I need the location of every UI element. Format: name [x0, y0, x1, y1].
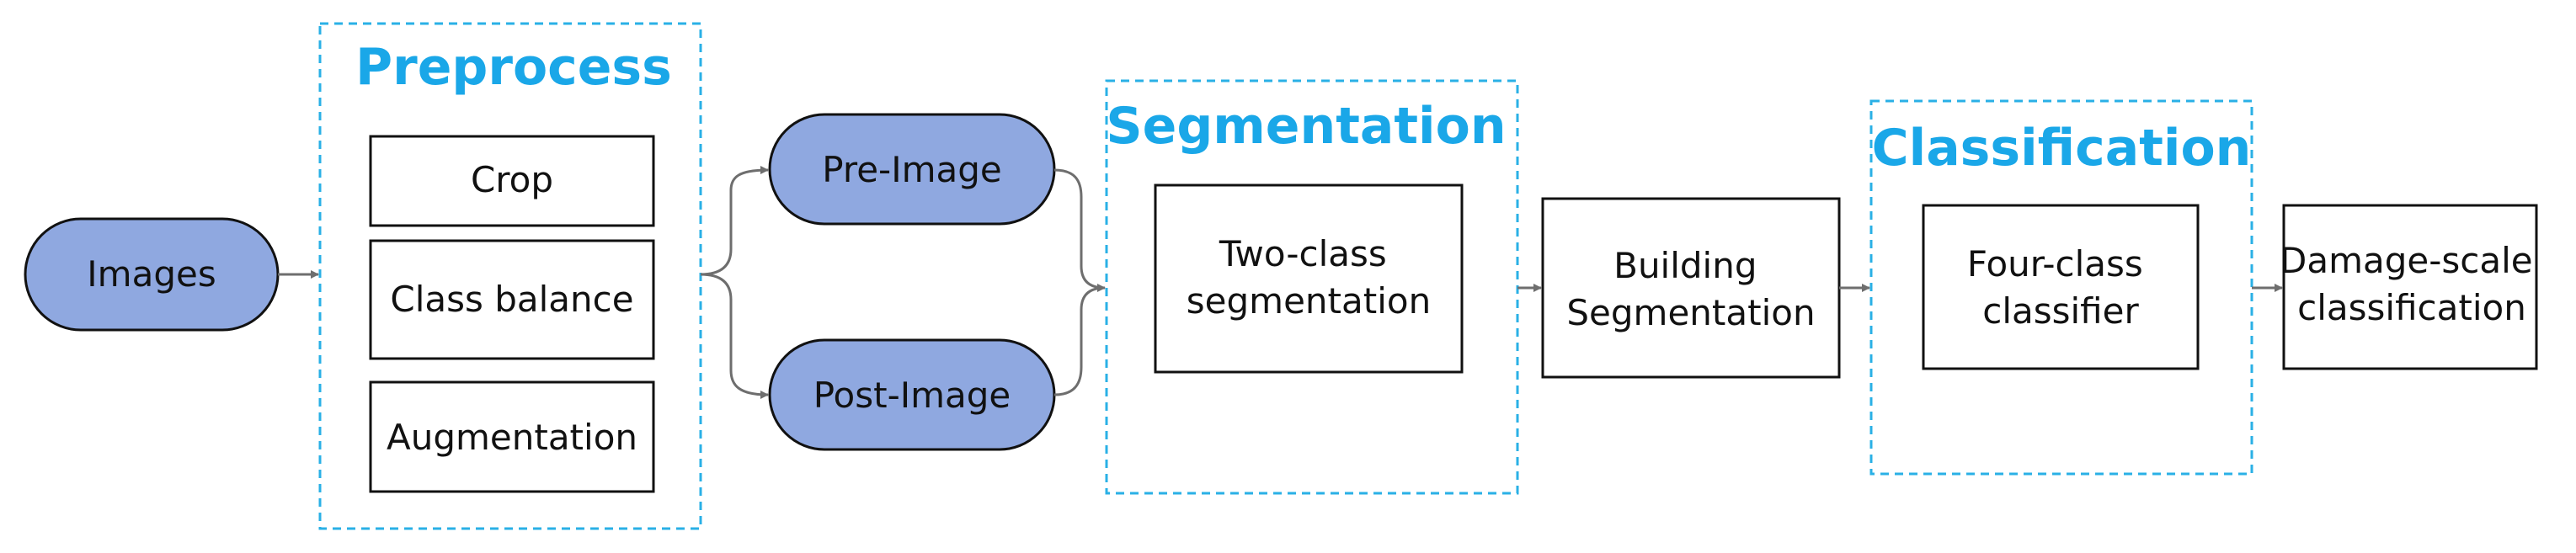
pre-image-merge: [1053, 168, 1106, 290]
building-segmentation-label: Building Segmentation: [1566, 245, 1815, 333]
four-class-classifier-label: Four-class classifier: [1967, 243, 2154, 332]
preprocess-split-to-post-image: [700, 273, 769, 399]
images-label: Images: [87, 253, 216, 295]
crop-box: [369, 135, 655, 227]
augmentation-label: Augmentation: [387, 417, 637, 458]
pre-image-label: Pre-Image: [822, 149, 1001, 190]
preprocess-group: [318, 22, 702, 530]
two-class-segmentation-box: [1154, 183, 1464, 374]
class-balance-label: Class balance: [390, 279, 633, 320]
crop-label: Crop: [471, 159, 553, 200]
segmentation-title: Segmentation: [1106, 97, 1506, 156]
post-image-merge: [1053, 284, 1106, 396]
building-segmentation-box: [1541, 197, 1841, 379]
damage-scale-classification-box: [2282, 204, 2538, 370]
four-class-classifier-box: [1922, 204, 2200, 370]
classification-group: [1869, 99, 2253, 476]
augmentation-box: [369, 380, 655, 493]
classification-title: Classification: [1872, 119, 2252, 178]
preprocess-title: Preprocess: [355, 38, 672, 97]
class-balance-box: [369, 239, 655, 360]
damage-scale-classification-label: Damage-scale classification: [2280, 240, 2544, 328]
preprocess-split-to-pre-image: [700, 166, 769, 276]
post-image-label: Post-Image: [813, 375, 1011, 416]
two-class-segmentation-label: Two-class segmentation: [1187, 233, 1431, 322]
